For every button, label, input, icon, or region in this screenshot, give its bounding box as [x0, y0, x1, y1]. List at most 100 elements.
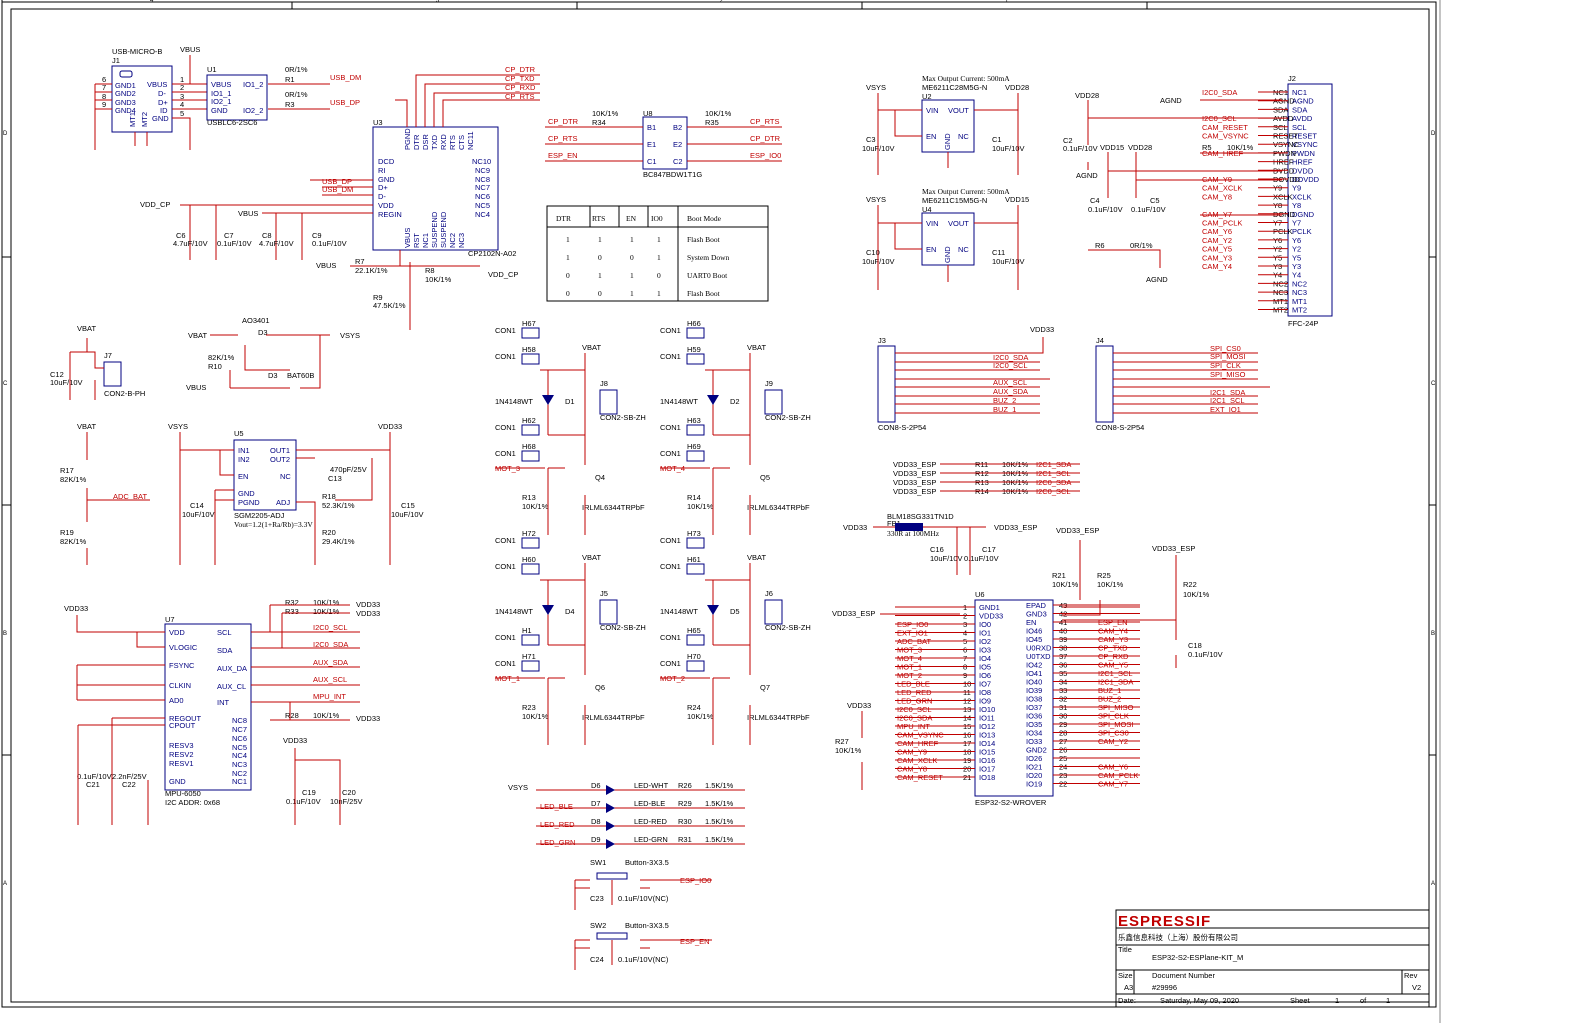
u3-pin: DCD — [378, 157, 395, 166]
net-label: I2C0_SCL — [313, 623, 348, 632]
r-val: 10K/1% — [313, 607, 340, 616]
table-header: RTS — [592, 214, 605, 223]
net-agnd: AGND — [1076, 171, 1098, 180]
net-vdd33: VDD33 — [283, 736, 307, 745]
net-label: SPI_CLK — [1210, 361, 1241, 370]
ldo-u2: Max Output Current: 500mA ME6211C28M5G-N… — [862, 74, 1029, 153]
pin-num: 5 — [180, 109, 184, 118]
net-vdd-cp: VDD_CP — [488, 270, 518, 279]
hole-ref: H66 — [687, 319, 701, 328]
ldo-pin: VIN — [926, 219, 939, 228]
net-vdd28: VDD28 — [1075, 91, 1099, 100]
table-cell: 1 — [657, 235, 661, 244]
net-label: USB_DM — [322, 185, 353, 194]
net-vbat: VBAT — [582, 343, 601, 352]
u6-pin: IO14 — [979, 739, 995, 748]
net-label: SPI_MOSI — [1210, 352, 1245, 361]
resistor-ref: R14 — [687, 493, 701, 502]
hole-ref: H69 — [687, 442, 701, 451]
hole-ref: H61 — [687, 555, 701, 564]
net-vdd33: VDD33 — [847, 701, 871, 710]
fpc-part: FFC-24P — [1288, 319, 1318, 328]
fpc-pin: RESET — [1292, 132, 1317, 141]
hole-part: CON1 — [660, 326, 681, 335]
hole-ref: H63 — [687, 416, 701, 425]
r34-ref: R34 — [592, 118, 606, 127]
hole-ref: H59 — [687, 345, 701, 354]
net-label: I2C0_SDA — [1202, 88, 1237, 97]
u7-pin: NC3 — [232, 760, 247, 769]
net-label: CAM_Y4 — [1202, 262, 1232, 271]
usb-pin: GND3 — [115, 98, 136, 107]
u3-pin: NC3 — [457, 233, 466, 248]
fet-part: IRLML6344TRPbF — [747, 503, 810, 512]
sheet-value: 1 — [1335, 996, 1339, 1005]
net-vdd33-esp: VDD33_ESP — [832, 609, 875, 618]
fpc-pin: Y5 — [1292, 253, 1301, 262]
u3-pin: TXD — [430, 134, 439, 150]
fpc-pin: Y6 — [1292, 236, 1301, 245]
table-cell: 0 — [630, 253, 634, 262]
ldo-part: ME6211C15M5G-N — [922, 196, 987, 205]
motor-conn — [764, 599, 783, 625]
fb1-note: 330R at 100MHz — [887, 529, 940, 538]
hole-pad — [521, 353, 540, 365]
net-vbus: VBUS — [316, 261, 336, 270]
cap-ref: C21 — [86, 780, 100, 789]
usb-pin: GND — [152, 114, 169, 123]
resistor-ref: R23 — [522, 703, 536, 712]
u7-pin: NC1 — [232, 777, 247, 786]
net-vbus: VBUS — [238, 209, 258, 218]
top-tick-label: 4 — [150, 0, 154, 4]
led-symbol — [606, 839, 615, 849]
j7-part: CON2-B-PH — [104, 389, 145, 398]
auto-boot-u8: U8 B1 E1 C1 B2 E2 C2 BC847BDW1T1G 10K/1%… — [548, 109, 781, 179]
side-tick-label: D — [1431, 131, 1436, 137]
motor-conn — [599, 389, 618, 415]
d3-part: BAT60B — [287, 371, 314, 380]
u8-pin: B1 — [647, 123, 656, 132]
pin-num: 3 — [180, 92, 184, 101]
u6-pin: IO38 — [1026, 695, 1042, 704]
cap-val: 10uF/10V — [992, 144, 1025, 153]
net-label: CP_RTS — [548, 134, 577, 143]
led-ref: D7 — [591, 799, 601, 808]
net-vdd33: VDD33 — [64, 604, 88, 613]
u3-pin: RST — [412, 233, 421, 248]
u3-pin: NC2 — [448, 233, 457, 248]
side-tick-label: A — [3, 881, 7, 887]
net-vsys: VSYS — [866, 195, 886, 204]
j3-part: CON8-S-2P54 — [878, 423, 926, 432]
hole-ref: H72 — [522, 529, 536, 538]
hole-part: CON1 — [495, 326, 516, 335]
r35-ref: R35 — [705, 118, 719, 127]
diode-symbol — [542, 395, 554, 405]
net-vbat: VBAT — [747, 553, 766, 562]
imu-u7: VDD33 U7 VDDVLOGICFSYNCCLKINAD0REGOUTCPO… — [64, 598, 380, 825]
r18-val: 52.3K/1% — [322, 501, 355, 510]
u3-pin: NC7 — [475, 183, 490, 192]
net-vdd33-esp: VDD33_ESP — [1056, 526, 1099, 535]
hole-ref: H71 — [522, 652, 536, 661]
net-label: SPI_CS0 — [1210, 344, 1241, 353]
u8-pin: C1 — [647, 157, 657, 166]
net-esp-en: ESP_EN — [680, 937, 710, 946]
table-cell: 0 — [566, 271, 570, 280]
net-label: I2C1_SCL — [1210, 396, 1245, 405]
hole-part: CON1 — [660, 449, 681, 458]
u6-pin: IO39 — [1026, 686, 1042, 695]
diode-symbol — [707, 605, 719, 615]
hole-part: CON1 — [495, 536, 516, 545]
regulator-u5: VSYS VDD33 U5 IN1 IN2 EN GND PGND OUT1 O… — [168, 422, 424, 565]
vdd-cp-section: VDD_CP VBUS C6 4.7uF/10V C7 0.1uF/10V C8… — [140, 200, 518, 310]
fpc-pin: SDA — [1292, 105, 1307, 114]
u5-pin: EN — [238, 472, 248, 481]
r1-val: 0R/1% — [285, 65, 308, 74]
cap-val: 0.1uF/10V — [286, 797, 321, 806]
fpc-pin: VSYNC — [1292, 140, 1318, 149]
fpc-pin: Y7 — [1292, 219, 1301, 228]
